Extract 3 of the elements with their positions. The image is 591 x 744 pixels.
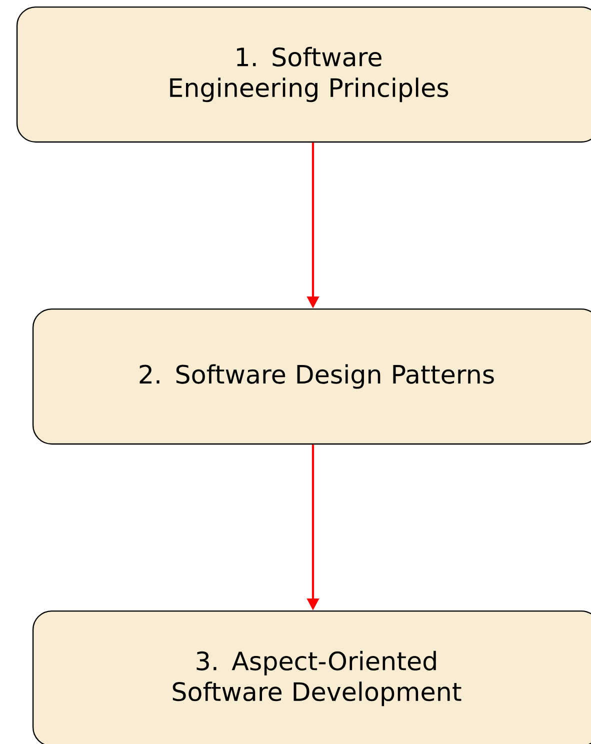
- process-box: 1. Software Engineering Principles: [16, 6, 591, 143]
- process-box: 2. Software Design Patterns: [32, 308, 591, 445]
- process-box: 3. Aspect-Oriented Software Development: [32, 610, 591, 744]
